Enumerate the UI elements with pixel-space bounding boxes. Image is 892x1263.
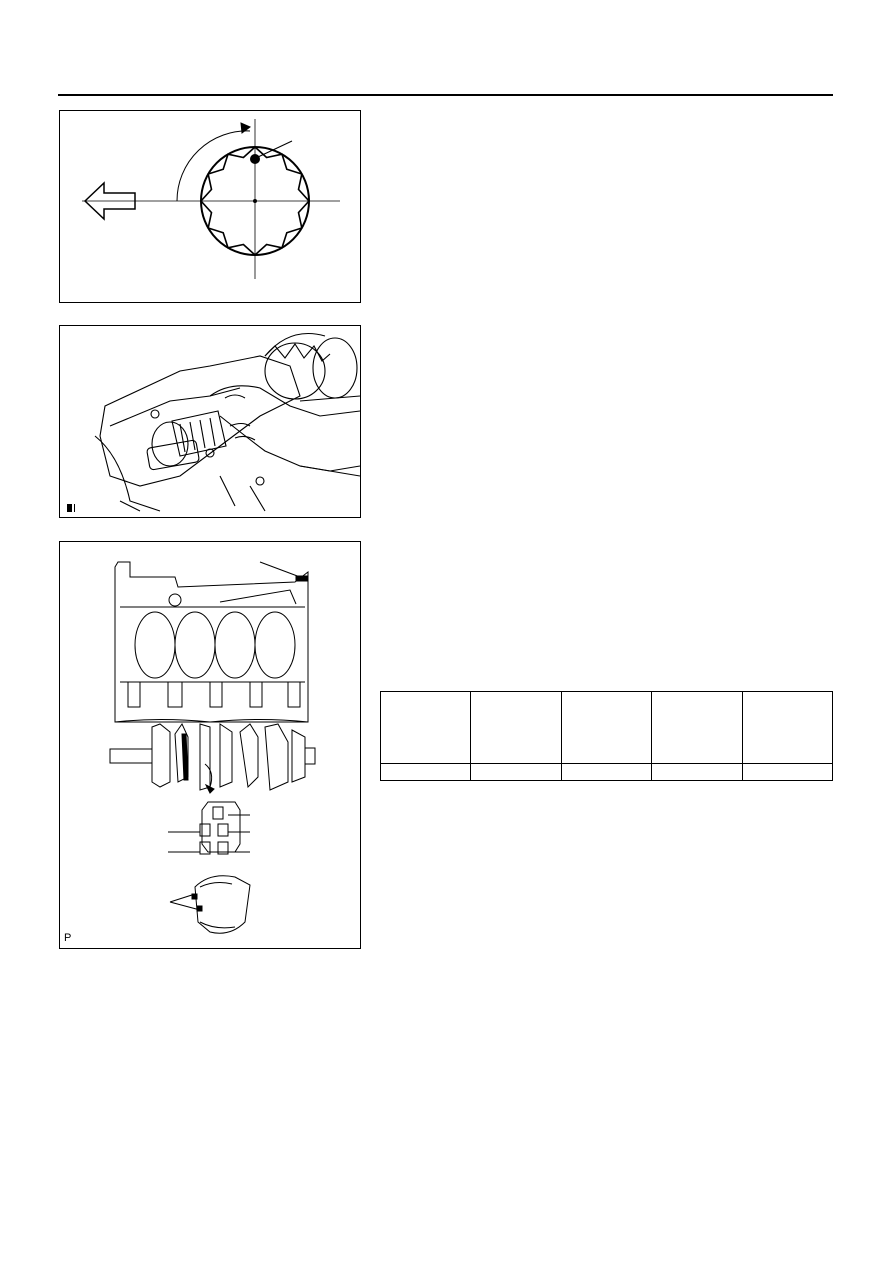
bearing-mark-1 [191,893,198,900]
spec-header-cell [560,691,653,764]
crank-rear-flange [304,747,316,765]
wrench-teeth-3 [199,419,206,449]
spec-table-header-row [379,691,834,764]
mark-box-top [212,806,224,820]
spec-table [379,691,834,781]
mark-box-right-2 [217,841,229,855]
spec-value-cell [651,763,743,781]
main-bore-1 [134,611,176,679]
figure-rotation-diagram [59,110,361,303]
casting-ribs [119,475,266,512]
block-bore-lines [120,606,305,683]
bearing-flange [151,421,189,467]
gear-teeth [264,343,331,362]
block-lower-edge [94,435,161,512]
bearing-mark-2 [196,905,203,912]
crank-mark-arrowhead [204,783,215,794]
bolt-1 [150,409,160,419]
wrench-teeth-2 [189,421,196,451]
wrench-teeth-4 [209,417,216,447]
block-outline [99,355,301,487]
front-arrow-icon [83,181,136,221]
center-point [253,199,257,203]
main-bore-2 [174,611,216,679]
bolt-3 [255,476,265,486]
block-plug [168,593,182,607]
fig2-code-icon [67,502,75,512]
header-rule [58,94,833,96]
spec-value-cell [470,763,562,781]
crank-web-6 [264,723,289,791]
spec-value-cell [560,763,653,781]
crank-timing-gear [181,733,189,781]
crank-web-4 [219,723,233,788]
twelve-point-socket-icon [199,145,311,257]
crank-mark-arrow [204,763,213,788]
spec-value-cell [379,763,472,781]
crank-front-shaft [109,748,153,764]
pulley [312,337,358,399]
hand-upper [209,385,360,417]
bolt-2 [205,448,215,458]
block-stamp-mark [295,575,309,582]
rotation-arrowhead [240,122,251,134]
bearing-inner-edge [199,882,233,888]
spec-header-cell [379,691,472,764]
block-leader-line [259,561,301,578]
crank-web-5 [239,723,259,789]
mark-box-left-1 [199,823,211,837]
mark-box-right-1 [217,823,229,837]
spec-value-cell [741,763,834,781]
crank-web-7 [291,729,306,783]
bearing-lower-edge [199,921,236,929]
bearing-leader-2 [169,901,201,911]
tightening-illustration-svg [67,332,360,512]
spec-header-cell [741,691,834,764]
pulley-rim [264,332,326,357]
cylinder-block-outline [114,561,309,723]
figure-code-label: P [64,932,72,944]
bearing-leader-1 [169,893,196,903]
main-caps [127,682,301,708]
fingers [224,394,256,441]
spec-table-value-row [379,763,834,781]
main-bore-3 [214,611,256,679]
block-crankshaft-svg [109,561,316,934]
sleeve [299,395,360,477]
figure-block-crankshaft-bearing: P [59,541,361,949]
crank-web-2 [174,723,189,783]
rotation-arc [176,130,251,202]
crank-web-1 [151,723,171,788]
block-rib [219,589,297,605]
crank-web-3 [199,723,211,791]
gear-body [264,342,326,400]
mark-plate [201,801,241,853]
rotation-diagram-svg [82,119,340,279]
shaft [146,439,200,471]
block-edge [109,387,241,427]
block-bottom [114,719,309,723]
main-bore-4 [254,611,296,679]
bearing-shell [194,875,251,934]
mark-leader-line [257,140,293,158]
hand-lower [219,415,360,472]
spec-header-cell [651,691,743,764]
figure-tightening-illustration [59,325,361,518]
reference-mark-dot [250,154,260,164]
wrench-head [171,410,227,457]
spec-header-cell [470,691,562,764]
wrench-teeth-1 [179,423,186,453]
mark-box-left-2 [199,841,211,855]
